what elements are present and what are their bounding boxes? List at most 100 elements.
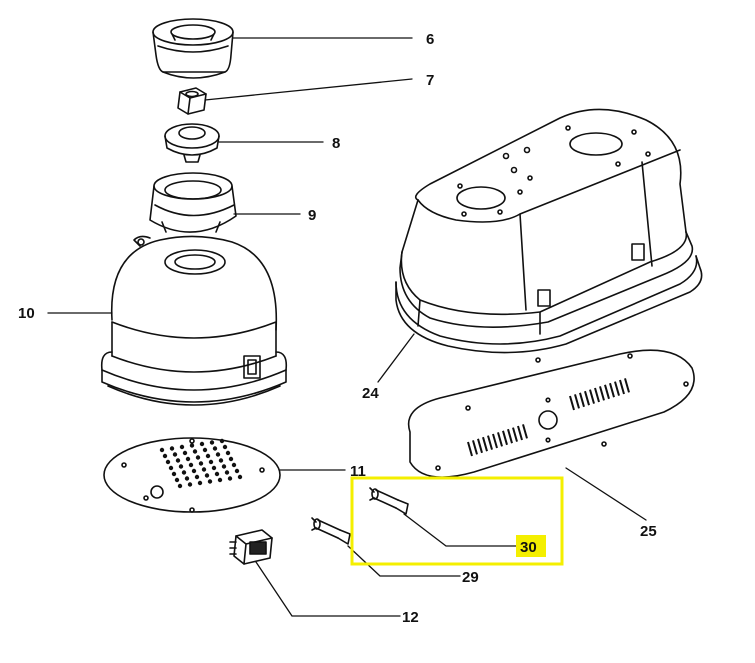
grille-hole: [225, 450, 231, 456]
vent-slot: [574, 394, 580, 409]
part-11-grille-disc: [103, 437, 281, 513]
grille-hole: [218, 458, 224, 463]
vent-slot: [472, 440, 478, 455]
highlight-box: [350, 476, 564, 566]
vent-slot: [467, 441, 473, 457]
part-7-nut: [177, 87, 207, 115]
grille-hole: [162, 453, 168, 459]
grille-hole: [204, 473, 210, 478]
grille-hole: [187, 482, 193, 487]
vent-slot: [482, 436, 488, 452]
grille-hole: [231, 462, 237, 468]
part-30-tube: [369, 487, 409, 515]
vent-slot: [594, 387, 600, 403]
vent-slot: [487, 435, 493, 450]
vent-slot: [614, 381, 620, 396]
vent-slot: [599, 386, 605, 401]
grille-hole: [159, 447, 165, 453]
part-9-collar: [149, 172, 237, 233]
grille-hole: [197, 480, 203, 486]
grille-hole: [202, 447, 208, 453]
grille-hole: [211, 465, 217, 471]
leader-7: [204, 78, 413, 101]
part-label-7: 7: [426, 72, 434, 89]
grille-hole: [234, 468, 240, 474]
part-label-6: 6: [426, 31, 434, 48]
grille-hole: [222, 444, 228, 450]
vent-slot: [507, 428, 513, 444]
vent-slot: [609, 382, 615, 398]
part-label-24: 24: [362, 385, 379, 402]
part-label-11: 11: [350, 463, 366, 480]
grille-hole: [195, 455, 201, 460]
part-6-cap: [152, 18, 234, 79]
part-label-8: 8: [332, 135, 340, 152]
grille-hole: [188, 462, 194, 468]
highlight-label-bg: [516, 535, 546, 557]
grille-hole: [208, 459, 214, 465]
vent-slot: [517, 425, 523, 441]
vent-slot: [502, 430, 508, 446]
grille-holes: [159, 438, 243, 489]
grille-hole: [184, 476, 190, 481]
vent-slot: [497, 432, 503, 447]
part-label-12: 12: [402, 609, 419, 626]
grille-hole: [194, 474, 200, 480]
grille-hole: [201, 467, 207, 472]
grille-hole: [227, 476, 233, 481]
leader-12: [255, 561, 401, 617]
grille-hole: [237, 474, 243, 480]
grille-hole: [189, 443, 195, 448]
grille-hole: [174, 477, 180, 483]
leader-29: [347, 545, 461, 577]
grille-hole: [171, 471, 177, 477]
grille-hole: [191, 468, 197, 474]
grille-hole: [221, 464, 227, 469]
part-label-10: 10: [18, 305, 35, 322]
grille-hole: [205, 453, 211, 459]
vent-slot: [522, 424, 528, 439]
grille-hole: [192, 449, 198, 454]
leader-25: [565, 467, 647, 521]
grille-hole: [181, 470, 187, 475]
part-12-switch: [229, 529, 273, 565]
grille-hole: [209, 440, 215, 445]
grille-hole: [207, 479, 213, 484]
part-8-ring: [164, 123, 220, 163]
grille-hole: [175, 458, 181, 463]
vent-slot: [569, 395, 575, 411]
grille-hole: [219, 438, 225, 444]
vent-slot: [492, 433, 498, 449]
vent-slot: [512, 427, 518, 442]
part-label-9: 9: [308, 207, 316, 224]
grille-hole: [178, 464, 184, 469]
leader-lines: [47, 37, 647, 617]
grille-hole: [212, 446, 218, 451]
grille-hole: [182, 450, 188, 456]
grille-hole: [224, 470, 230, 475]
grille-hole: [165, 459, 171, 465]
leader-30: [403, 513, 521, 547]
grille-hole: [215, 452, 221, 457]
grille-hole: [172, 452, 178, 457]
grille-hole: [168, 465, 174, 471]
part-24-capsule-housing: [395, 108, 703, 354]
grille-hole: [217, 477, 223, 483]
part-label-29: 29: [462, 569, 479, 586]
vent-slot: [619, 379, 625, 395]
part-label-30: 30: [520, 539, 537, 556]
vent-slot: [624, 378, 630, 393]
vent-slot: [579, 392, 585, 408]
part-label-25: 25: [640, 523, 657, 540]
part-29-tube: [311, 517, 351, 545]
grille-hole: [198, 461, 204, 466]
grille-hole: [177, 483, 183, 489]
grille-hole: [199, 441, 205, 447]
vent-slot: [477, 438, 483, 454]
vent-slot: [589, 389, 595, 404]
grille-hole: [179, 444, 185, 450]
grille-hole: [185, 456, 191, 462]
grille-hole: [169, 446, 175, 451]
vent-slots: [467, 378, 630, 457]
